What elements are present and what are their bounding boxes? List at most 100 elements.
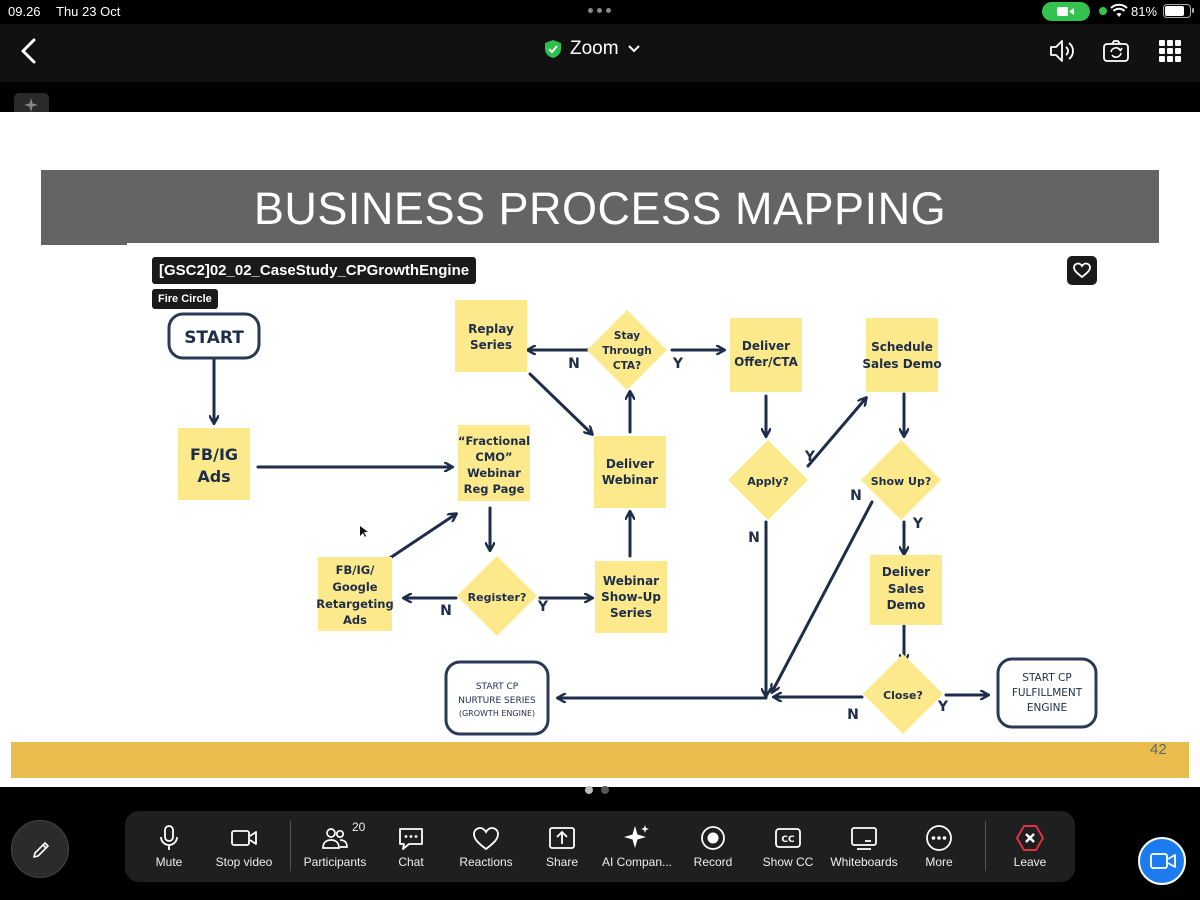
ai-companion-button[interactable]: AI Compan... [602,811,672,882]
sparkle-icon [24,98,38,112]
flow-arrows [214,350,988,698]
sticky-notes [178,300,942,633]
stop-video-label: Stop video [215,855,273,869]
nurture-terminal [444,660,550,736]
share-label: Share [545,855,579,869]
webinar-reg-line-2: CMO” [475,450,512,464]
webinar-reg-line-3: Webinar [467,466,521,480]
participants-icon [322,828,348,849]
stay-no-label: N [568,356,580,372]
shared-slide: BUSINESS PROCESS MAPPING [0,112,1200,787]
deliver-demo-line-2: Sales [888,582,924,596]
wifi-icon [1110,3,1128,17]
show-up-series-note [595,561,667,633]
slide-page-number: 42 [1150,741,1167,758]
speaker-icon[interactable] [1047,36,1077,66]
register-diamond [457,556,537,636]
closed-caption-icon: CC [775,828,801,848]
meeting-title-dropdown[interactable]: Zoom [544,38,641,60]
arrow-retarget-to-reg [388,514,456,560]
toolbar-divider [290,821,291,871]
grid-view-icon[interactable] [1155,36,1185,66]
fb-ig-ads-note [178,428,250,500]
apply-no-label: N [748,530,760,546]
video-camera-icon [1057,7,1074,16]
chat-button[interactable]: Chat [391,811,431,882]
fulfillment-line-1: START CP [1022,672,1071,684]
nurture-line-3: (GROWTH ENGINE) [459,709,535,718]
record-button[interactable]: Record [693,811,733,882]
svg-text:CC: CC [781,835,795,845]
back-chevron-icon[interactable] [14,35,46,67]
start-label: START [184,328,244,348]
battery-level [1165,6,1184,16]
replay-series-line-1: Replay [468,322,514,336]
arrow-replay-to-webinar [528,372,592,434]
share-screen-icon [549,827,575,849]
retargeting-line-1: FB/IG/ [336,563,376,577]
deliver-webinar-note [594,436,666,508]
participants-button[interactable]: Participants [304,811,366,882]
multitasking-dots-icon[interactable] [588,8,611,13]
deliver-offer-note [730,318,802,392]
switch-camera-icon[interactable] [1101,36,1131,66]
register-yes-label: Y [537,599,549,615]
more-label: More [925,855,953,869]
close-diamond [863,654,943,734]
chat-label: Chat [398,855,424,869]
status-bar: 09.26 Thu 23 Oct 81% [0,0,1200,24]
fulfillment-terminal [996,657,1098,729]
stay-through-line-3: CTA? [613,360,641,372]
self-view-camera-button[interactable] [1138,837,1186,885]
favorite-button[interactable] [1067,256,1097,285]
show-up-series-line-3: Series [610,606,652,620]
show-up-series-line-2: Show-Up [601,590,661,604]
process-flowchart: START FB/IG Ads “Fractional CMO” Webinar… [167,300,1098,736]
show-up-yes-label: Y [912,516,924,532]
status-date: Thu 23 Oct [56,4,121,19]
stop-video-button[interactable]: Stop video [216,811,272,882]
more-dots-icon [926,825,952,851]
fb-ig-ads-line-1: FB/IG [190,445,238,464]
show-up-label: Show Up? [871,475,932,488]
fb-ig-ads-line-2: Ads [197,467,230,486]
mute-label: Mute [155,855,183,869]
sparkle-icon [624,825,649,848]
whiteboards-label: Whiteboards [830,855,898,869]
deliver-offer-line-2: Offer/CTA [734,355,798,369]
register-label: Register? [468,591,527,604]
meeting-header: Zoom [0,24,1200,82]
terminal-shapes [167,312,1098,736]
meeting-toolbar: Mute Stop video Participants 20 Chat Rea… [125,811,1075,882]
apply-label: Apply? [747,475,789,488]
slide-divider [127,243,1159,248]
reactions-button[interactable]: Reactions [459,811,513,882]
mic-in-use-dot [1099,7,1107,15]
deliver-webinar-line-2: Webinar [602,473,658,487]
whiteboards-button[interactable]: Whiteboards [830,811,898,882]
battery-icon [1163,4,1194,18]
show-up-series-line-1: Webinar [603,574,659,588]
slide-title: BUSINESS PROCESS MAPPING [253,183,947,234]
replay-series-note [455,300,527,372]
page-indicator[interactable] [585,786,609,794]
ai-companion-label: AI Compan... [601,855,673,869]
battery-percentage: 81% [1131,4,1158,19]
annotate-button[interactable] [11,820,69,878]
camera-in-use-indicator [1042,2,1090,21]
show-up-no-label: N [850,488,862,504]
participants-count: 20 [352,820,366,834]
more-button[interactable]: More [919,811,959,882]
mute-button[interactable]: Mute [149,811,189,882]
show-cc-button[interactable]: CC Show CC [763,811,813,882]
participants-label: Participants [303,855,367,869]
schedule-demo-note [866,318,938,392]
page-dot-active [585,786,593,794]
nurture-line-1: START CP [476,682,519,692]
share-button[interactable]: Share [542,811,582,882]
register-no-label: N [440,603,452,619]
retargeting-line-2: Google [332,580,377,594]
start-terminal [167,312,261,360]
close-no-label: N [847,707,859,723]
leave-button[interactable]: Leave [1010,811,1050,882]
